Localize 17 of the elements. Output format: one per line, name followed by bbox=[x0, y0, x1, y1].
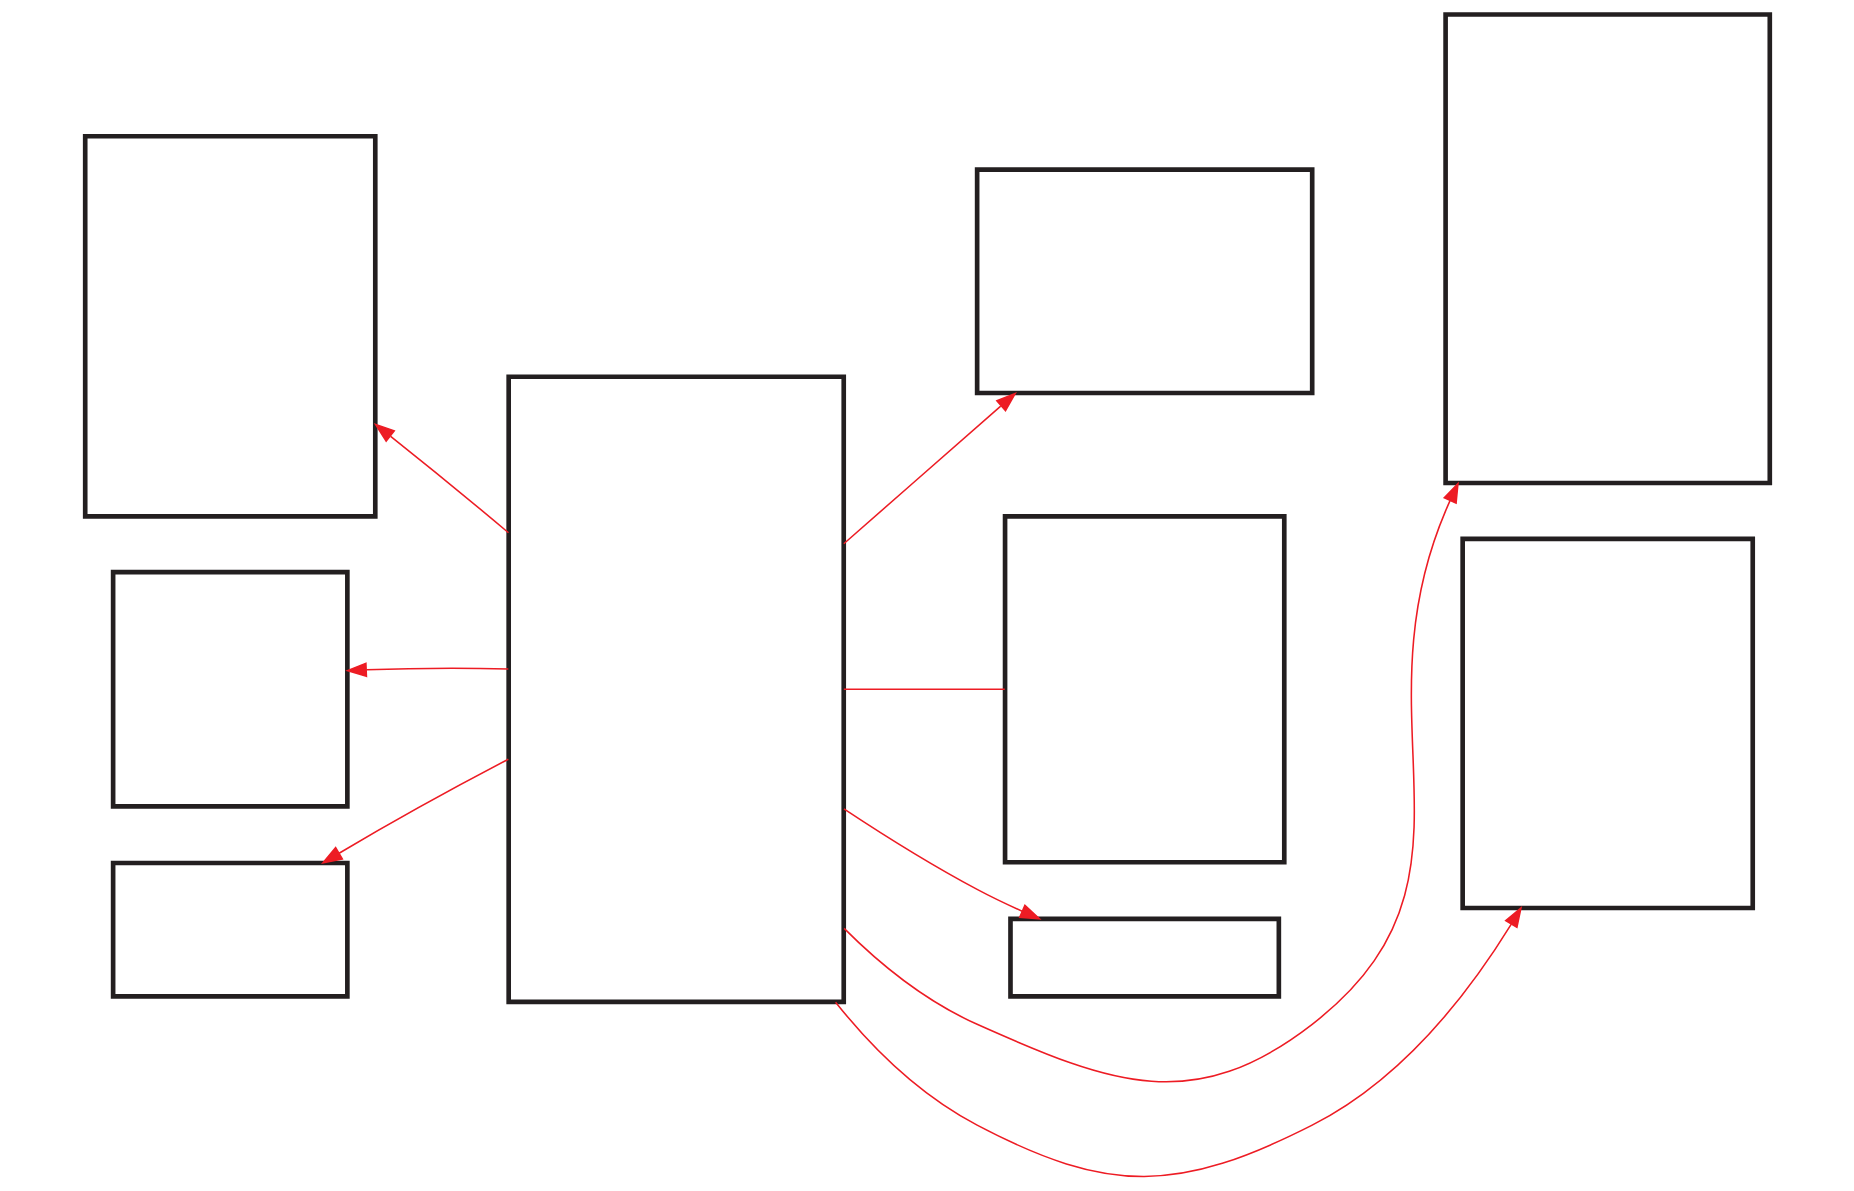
node-box bbox=[82, 133, 378, 519]
arrow bbox=[842, 808, 1042, 920]
node-box bbox=[110, 569, 350, 809]
arrow bbox=[320, 758, 509, 865]
node-box bbox=[1442, 12, 1772, 486]
arrow bbox=[842, 481, 1459, 1083]
node-box bbox=[1459, 536, 1755, 911]
node-box bbox=[974, 167, 1314, 396]
arrow bbox=[842, 391, 1017, 545]
connector bbox=[842, 688, 1006, 691]
node-box bbox=[1007, 916, 1281, 999]
node-box bbox=[110, 860, 350, 999]
node-box bbox=[1002, 514, 1287, 865]
arrow bbox=[834, 906, 1522, 1178]
arrow bbox=[344, 662, 509, 678]
arrow bbox=[373, 422, 509, 534]
node-box bbox=[505, 374, 846, 1005]
